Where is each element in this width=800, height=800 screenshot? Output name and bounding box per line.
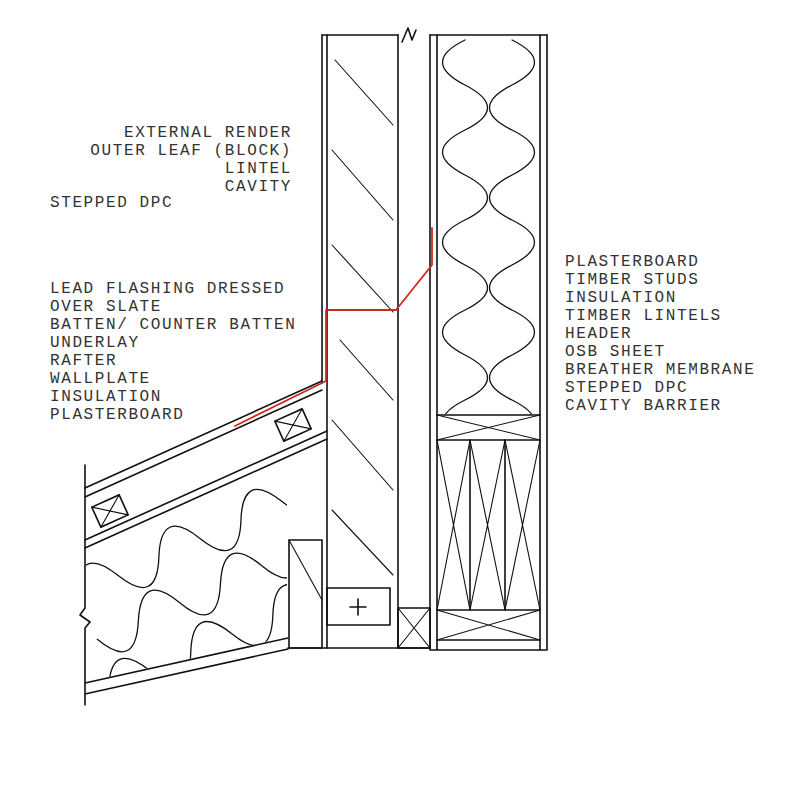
part-label: RAFTER	[50, 352, 117, 370]
roof-break-line	[80, 465, 90, 705]
roof-insulation	[58, 463, 373, 710]
part-label: UNDERLAY	[50, 334, 140, 352]
wallplate	[289, 540, 322, 648]
rafter-line	[85, 439, 327, 548]
underlay-line	[85, 431, 327, 540]
part-label: STEPPED DPC	[50, 194, 173, 212]
cavity-barrier	[398, 608, 430, 648]
part-label: LEAD FLASHING DRESSED OVER SLATE	[50, 280, 300, 316]
part-label: TIMBER STUDS	[565, 271, 699, 289]
part-label: CAVITY	[225, 178, 292, 196]
part-label: EXTERNAL RENDER	[124, 124, 292, 142]
header-cross	[437, 415, 540, 640]
block-inner-face	[397, 35, 399, 648]
cavity-barrier-cross	[398, 608, 430, 648]
wall-insulation	[443, 40, 535, 414]
lintel	[327, 588, 390, 625]
part-label: CAVITY BARRIER	[565, 397, 722, 415]
part-label: LINTEL	[225, 160, 292, 178]
timber-frame-lines	[430, 35, 547, 650]
wallplate-mark	[289, 540, 322, 600]
part-label: INSULATION	[50, 388, 162, 406]
wall-top-line	[322, 34, 547, 36]
block-hatch	[332, 60, 393, 575]
part-label: STEPPED DPC	[565, 379, 688, 397]
break-symbol	[402, 28, 416, 42]
batten-cross	[92, 495, 128, 527]
part-label: WALLPLATE	[50, 370, 151, 388]
part-label: INSULATION	[565, 289, 677, 307]
batten	[92, 495, 128, 527]
timber-lintel-cross	[437, 440, 540, 610]
header-lines	[437, 415, 540, 640]
part-label: TIMBER LINTELS	[565, 307, 722, 325]
part-label: PLASTERBOARD	[565, 253, 699, 271]
part-label: BREATHER MEMBRANE	[565, 361, 755, 379]
batten	[275, 409, 311, 441]
batten-cross	[275, 409, 311, 441]
render-line	[321, 35, 323, 383]
part-label: OUTER LEAF (BLOCK)	[90, 142, 292, 160]
part-label: BATTEN/ COUNTER BATTEN	[50, 316, 296, 334]
lintel-mark	[350, 599, 366, 615]
part-label: OSB SHEET	[565, 343, 666, 361]
part-label: HEADER	[565, 325, 632, 343]
part-label: PLASTERBOARD	[50, 406, 184, 424]
roof-plasterboard	[85, 638, 288, 694]
